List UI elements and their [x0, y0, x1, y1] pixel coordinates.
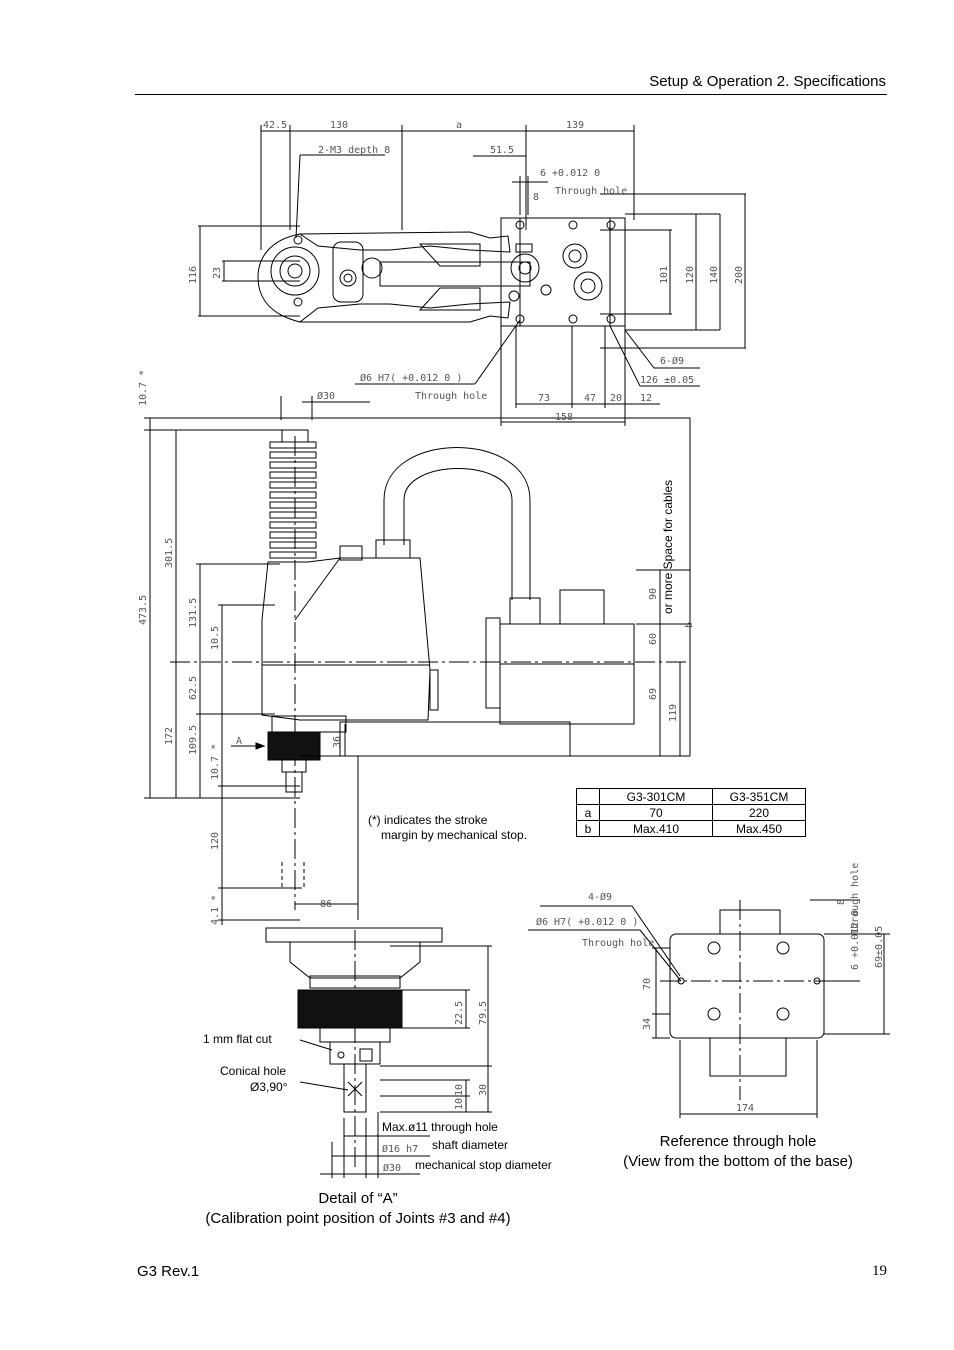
dim-174: 174	[736, 1103, 754, 1114]
reference-caption-2: (View from the bottom of the base)	[623, 1153, 853, 1170]
model-dimension-table: G3-301CM G3-351CM a 70 220 b Max.410 Max…	[576, 788, 806, 837]
footer-revision: G3 Rev.1	[137, 1263, 200, 1280]
dim-a: a	[456, 120, 462, 131]
dim-120: 120	[685, 266, 696, 284]
dim-6-tol-ref: 6 +0.012 0	[850, 910, 861, 970]
dim-126: 126 ±0.05	[640, 375, 694, 386]
reference-caption-1: Reference through hole	[660, 1133, 817, 1150]
dim-34: 34	[642, 1018, 653, 1030]
page-header: Setup & Operation 2. Specifications	[649, 73, 886, 90]
top-view	[198, 125, 746, 426]
dim-79-5: 79.5	[478, 1001, 489, 1025]
dim-12: 12	[640, 393, 652, 404]
dim-200: 200	[734, 266, 745, 284]
reference-base-view	[528, 899, 890, 1118]
detail-caption-1: Detail of “A”	[318, 1190, 397, 1207]
table-cell: b	[576, 820, 600, 837]
dim-172: 172	[164, 727, 175, 745]
dim-116: 116	[188, 266, 199, 284]
dim-10-a: 10	[454, 1084, 465, 1096]
conical-hole-label: Conical hole	[220, 1064, 286, 1078]
dim-through-hole-3: Through hole	[582, 938, 654, 949]
dim-label-a: A	[236, 736, 242, 747]
dim-30-detail: 30	[478, 1084, 489, 1096]
dim-473-5: 473.5	[138, 595, 149, 625]
cable-space-note: or more Space for cables	[661, 480, 675, 614]
page-number: 19	[872, 1263, 887, 1279]
dim-69: 69	[648, 688, 659, 700]
conical-hole-size: Ø3,90°	[250, 1080, 288, 1094]
table-header-cell	[576, 788, 600, 805]
dim-140: 140	[709, 266, 720, 284]
dim-60: 60	[648, 633, 659, 645]
table-cell: a	[576, 804, 600, 821]
dim-130: 130	[330, 120, 348, 131]
dim-69-tol: 69±0.05	[874, 926, 885, 968]
dim-131-5: 131.5	[188, 598, 199, 628]
dim-101: 101	[659, 266, 670, 284]
dim-62-5: 62.5	[188, 676, 199, 700]
dim-10-7-top: 10.7 *	[138, 370, 149, 406]
dim-6-tol: 6 +0.012 0	[540, 168, 600, 179]
max-through-hole-label: Max.ø11 through hole	[382, 1120, 498, 1134]
dim-20: 20	[610, 393, 622, 404]
stroke-note-line2: margin by mechanical stop.	[381, 828, 527, 842]
table-header-cell: G3-301CM	[599, 788, 713, 805]
table-cell: 70	[599, 804, 713, 821]
dim-36: 36	[332, 736, 343, 748]
flat-cut-label: 1 mm flat cut	[203, 1032, 272, 1046]
dim-70: 70	[642, 978, 653, 990]
dim-86: 86	[320, 899, 332, 910]
dim-51-5: 51.5	[490, 145, 514, 156]
dim-6-holes: 6-Ø9	[660, 355, 684, 367]
stroke-note-line1: (*) indicates the stroke	[368, 813, 488, 827]
dim-30: Ø30	[317, 390, 335, 402]
dim-139: 139	[566, 120, 584, 131]
table-cell: 220	[712, 804, 806, 821]
dim-23: 23	[212, 267, 223, 279]
dim-m3-depth: 2-M3 depth 8	[318, 145, 390, 156]
dim-8: 8	[533, 192, 539, 203]
dim-90: 90	[648, 588, 659, 600]
dim-120-stroke: 120	[210, 832, 221, 850]
dim-4-holes: 4-Ø9	[588, 891, 612, 903]
stop-diameter-label: mechanical stop diameter	[415, 1158, 552, 1172]
side-view	[144, 417, 691, 925]
dim-4-1: 4.1 *	[210, 895, 221, 925]
dim-22-5: 22.5	[454, 1001, 465, 1025]
dim-10-7-bottom: 10.7 *	[210, 744, 221, 780]
table-header-cell: G3-351CM	[712, 788, 806, 805]
table-cell: Max.450	[712, 820, 806, 837]
table-row: a 70 220	[576, 804, 806, 821]
header-rule	[135, 94, 887, 95]
table-cell: Max.410	[599, 820, 713, 837]
dim-through-hole-1: Through hole	[555, 186, 627, 197]
dim-8-ref: 8	[836, 899, 847, 905]
dim-b: b	[684, 622, 695, 628]
dim-through-hole-2: Through hole	[415, 391, 487, 402]
dim-16-h7: Ø16 h7	[382, 1143, 418, 1155]
table-row: b Max.410 Max.450	[576, 820, 806, 837]
table-header-row: G3-301CM G3-351CM	[576, 788, 806, 805]
dim-158: 158	[555, 412, 573, 423]
detail-a-view	[265, 927, 492, 1178]
dim-10-b: 10	[454, 1098, 465, 1110]
dim-30-stop: Ø30	[383, 1162, 401, 1174]
dim-47: 47	[584, 393, 596, 404]
shaft-diameter-label: shaft diameter	[432, 1138, 508, 1152]
dim-6-h7: Ø6 H7( +0.012 0 )	[360, 372, 462, 384]
detail-caption-2: (Calibration point position of Joints #3…	[205, 1210, 510, 1227]
dim-109-5: 109.5	[188, 725, 199, 755]
dim-119: 119	[668, 704, 679, 722]
dim-through-hole-4: Through hole	[850, 863, 861, 935]
dim-301-5: 301.5	[164, 538, 175, 568]
dim-6-h7-ref: Ø6 H7( +0.012 0 )	[536, 916, 638, 928]
dim-73: 73	[538, 393, 550, 404]
dim-42-5: 42.5	[263, 120, 287, 131]
dim-10-5: 10.5	[210, 626, 221, 650]
